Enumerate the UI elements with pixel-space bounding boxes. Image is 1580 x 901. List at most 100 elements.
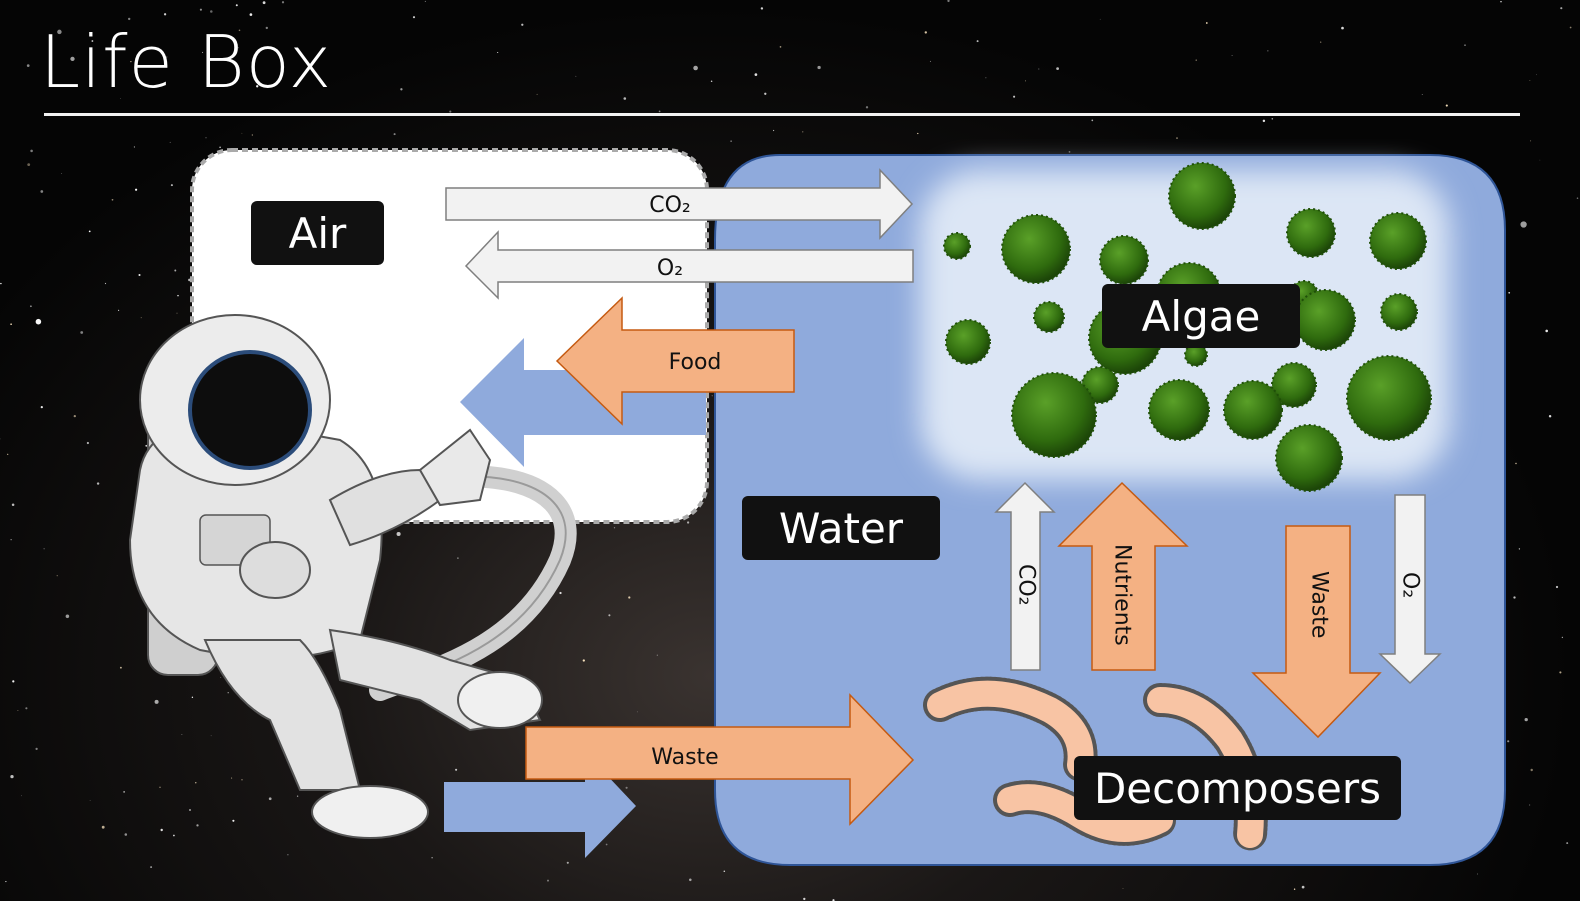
algae-cell xyxy=(1271,362,1317,408)
star xyxy=(1566,842,1569,845)
star xyxy=(30,149,33,153)
star xyxy=(817,65,821,70)
star xyxy=(1421,93,1423,96)
star xyxy=(865,106,869,109)
o2-top-label: O₂ xyxy=(656,255,684,281)
star xyxy=(199,8,202,11)
star xyxy=(449,110,452,113)
star xyxy=(1548,414,1552,418)
star xyxy=(43,548,45,550)
star xyxy=(1445,104,1448,107)
star xyxy=(412,16,416,19)
star xyxy=(1122,888,1124,890)
star xyxy=(0,282,2,285)
star xyxy=(57,29,62,35)
star xyxy=(575,75,577,77)
star xyxy=(231,777,233,779)
nutrients-arrow-up xyxy=(1057,481,1189,671)
star xyxy=(1176,137,1178,139)
star xyxy=(123,791,125,793)
star xyxy=(1576,197,1579,199)
star xyxy=(917,132,919,135)
star xyxy=(730,140,732,142)
waste-vertical-label: Waste xyxy=(1306,571,1332,639)
star xyxy=(1341,26,1344,30)
star xyxy=(1231,54,1233,57)
star xyxy=(119,666,122,669)
star xyxy=(1091,119,1094,122)
star xyxy=(256,85,259,88)
star xyxy=(711,395,713,397)
star xyxy=(56,575,58,577)
star xyxy=(235,4,238,7)
astronaut-icon xyxy=(128,314,577,839)
star xyxy=(296,795,299,797)
star xyxy=(628,596,631,599)
algae-cell xyxy=(1275,424,1343,492)
star xyxy=(1262,119,1266,123)
page-title: Life Box xyxy=(40,20,333,104)
star xyxy=(1561,636,1564,639)
star xyxy=(12,680,15,683)
star xyxy=(764,92,767,95)
star xyxy=(559,591,562,595)
star xyxy=(86,441,90,445)
star xyxy=(605,843,608,846)
star xyxy=(124,833,128,836)
algae-cell xyxy=(945,319,991,365)
algae-cell xyxy=(1001,214,1071,284)
star xyxy=(1536,74,1537,76)
star xyxy=(1056,67,1059,70)
star xyxy=(202,51,204,53)
star xyxy=(10,774,14,779)
star xyxy=(196,824,199,827)
star xyxy=(723,870,726,873)
star xyxy=(1529,804,1531,806)
star xyxy=(1195,59,1197,61)
star xyxy=(7,453,9,455)
star xyxy=(26,64,30,67)
star xyxy=(163,13,167,16)
star xyxy=(689,878,692,882)
star xyxy=(710,80,713,83)
algae-cell xyxy=(1168,162,1236,230)
star xyxy=(1320,41,1322,43)
star xyxy=(656,654,658,656)
star xyxy=(1500,1,1502,3)
star xyxy=(265,26,268,30)
star xyxy=(104,282,107,285)
star xyxy=(287,854,289,856)
star xyxy=(773,129,775,132)
star xyxy=(89,799,91,801)
star xyxy=(1099,18,1101,20)
star xyxy=(779,46,782,48)
star xyxy=(173,834,175,837)
star xyxy=(1271,118,1274,120)
star xyxy=(521,23,524,26)
star xyxy=(73,414,76,418)
star xyxy=(205,137,207,139)
waste-bottom-label: Waste xyxy=(651,744,719,770)
star xyxy=(189,809,191,811)
star xyxy=(1518,548,1521,550)
air-label: Air xyxy=(251,201,384,265)
star xyxy=(160,828,163,832)
star xyxy=(25,707,28,710)
star xyxy=(1555,585,1559,589)
star xyxy=(238,29,241,32)
star xyxy=(1559,671,1562,674)
star xyxy=(396,531,401,537)
star xyxy=(431,857,433,859)
algae-cell xyxy=(1099,235,1149,285)
star xyxy=(195,782,197,784)
star xyxy=(169,141,171,143)
star xyxy=(636,711,638,713)
star xyxy=(1267,50,1269,52)
o2-arrow-down xyxy=(1378,494,1442,685)
decomposers-label: Decomposers xyxy=(1074,756,1401,820)
algae-cell xyxy=(1033,301,1065,333)
star xyxy=(127,17,131,21)
star xyxy=(686,521,690,524)
star xyxy=(566,861,569,864)
